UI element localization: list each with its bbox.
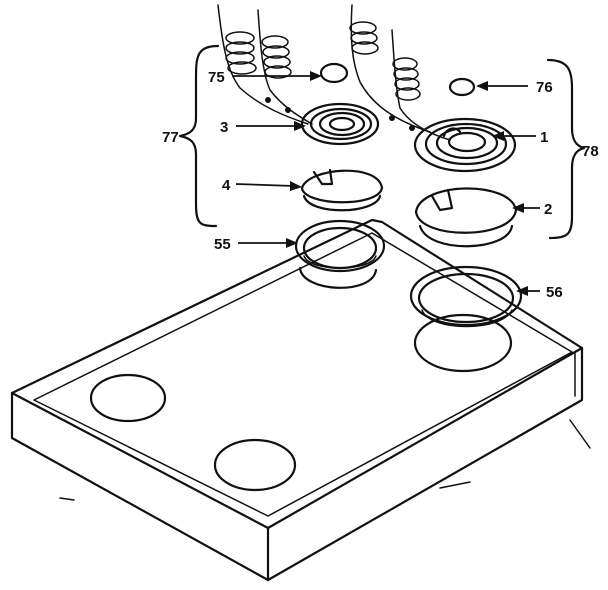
brace-77 (178, 44, 220, 228)
callout-4: 4 (222, 177, 231, 194)
burner-opening-front-left (89, 373, 167, 423)
part-1-coil-element (413, 117, 517, 173)
callout-55: 55 (214, 236, 231, 253)
brace-78 (546, 58, 586, 240)
leader-arrows (232, 71, 540, 296)
burner-opening-rear-right (413, 313, 513, 373)
callout-77: 77 (162, 129, 179, 146)
callout-1: 1 (540, 129, 548, 146)
wire-leads (217, 4, 451, 141)
part-2-drip-bowl (414, 187, 518, 248)
burner-opening-front-right (213, 438, 297, 492)
part-55-trim-ring (294, 219, 386, 273)
part-56-trim-ring (409, 265, 523, 328)
callout-78: 78 (582, 143, 599, 160)
part-4-drip-bowl (300, 168, 384, 212)
callout-76: 76 (536, 79, 553, 96)
cooktop-base (10, 218, 584, 582)
callout-3: 3 (220, 119, 228, 136)
callout-75: 75 (208, 69, 225, 86)
callout-56: 56 (546, 284, 563, 301)
part-75-cap (319, 62, 349, 84)
part-76-cap (448, 77, 476, 97)
part-3-coil-element (300, 102, 380, 146)
callout-2: 2 (544, 201, 552, 218)
